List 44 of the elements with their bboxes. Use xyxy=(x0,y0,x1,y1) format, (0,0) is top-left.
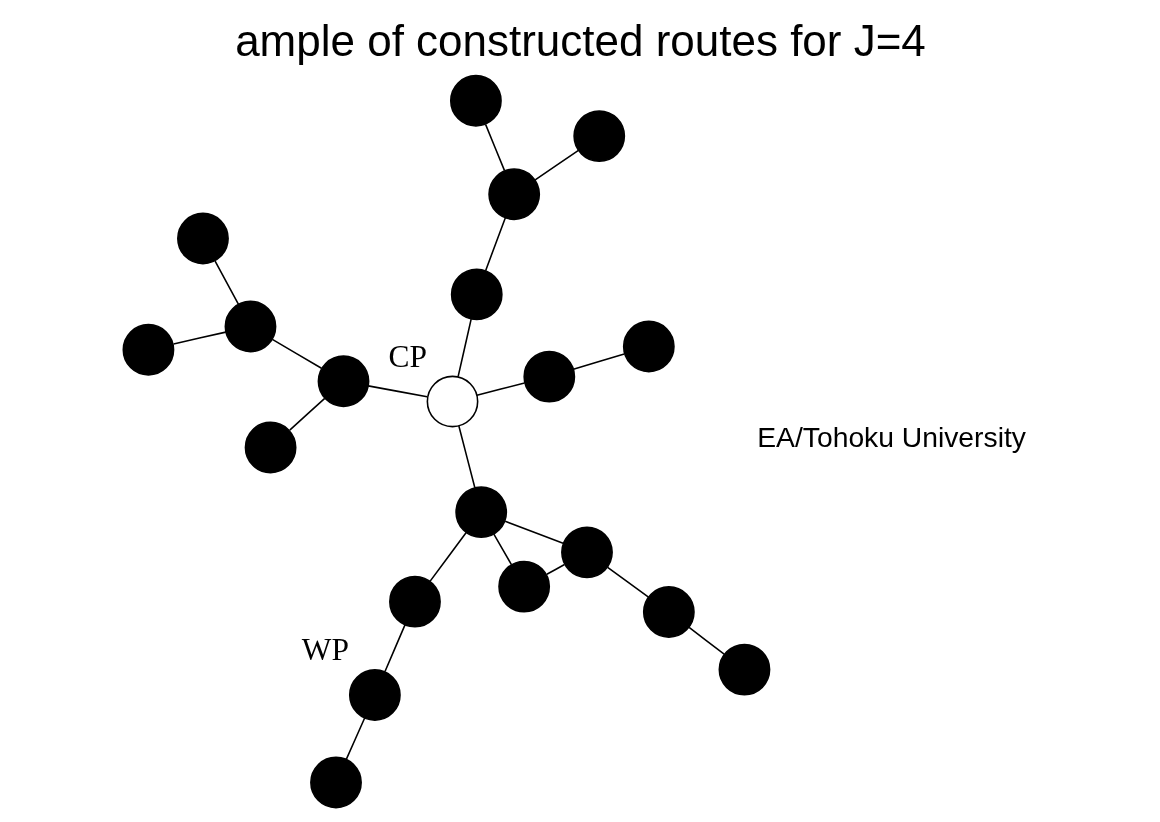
connector xyxy=(492,533,512,566)
connector xyxy=(687,626,725,655)
connector xyxy=(288,397,326,431)
node-circle xyxy=(309,756,362,809)
connector xyxy=(457,425,476,489)
connector xyxy=(484,123,505,172)
connector xyxy=(383,624,406,673)
node-circle xyxy=(497,560,550,613)
connector xyxy=(213,260,239,306)
node-label: WP xyxy=(301,632,349,668)
connector xyxy=(475,382,525,396)
connector xyxy=(572,353,625,371)
node-circle xyxy=(176,212,229,265)
node-circle xyxy=(388,575,441,628)
node-circle xyxy=(454,486,507,539)
connector xyxy=(428,531,467,583)
connector xyxy=(606,566,649,598)
connector xyxy=(484,217,506,272)
connector xyxy=(545,563,565,575)
node-circle xyxy=(122,323,174,376)
node-circle xyxy=(560,526,613,579)
node-circle xyxy=(317,355,369,408)
connector xyxy=(456,318,472,378)
node-circle xyxy=(718,643,770,696)
node-circle xyxy=(572,110,625,162)
node-label: CP xyxy=(388,338,427,374)
connector xyxy=(172,331,227,345)
label: EA/Tohoku University xyxy=(756,420,1026,453)
connector xyxy=(503,520,564,545)
node-circle xyxy=(450,268,503,321)
connector xyxy=(533,149,579,181)
connector xyxy=(366,385,428,398)
node-circle xyxy=(426,375,478,428)
node-circle xyxy=(622,320,675,373)
node-circle xyxy=(449,74,502,127)
node-circle xyxy=(487,168,540,221)
diagram-title: ample of constructed routes for J=4 xyxy=(234,15,926,65)
node-circle xyxy=(522,350,575,403)
node-circle xyxy=(642,586,695,638)
connector xyxy=(271,338,322,370)
node-circle xyxy=(348,669,401,721)
connector xyxy=(345,717,365,761)
node-circle xyxy=(244,421,296,474)
node-circle xyxy=(224,300,276,353)
